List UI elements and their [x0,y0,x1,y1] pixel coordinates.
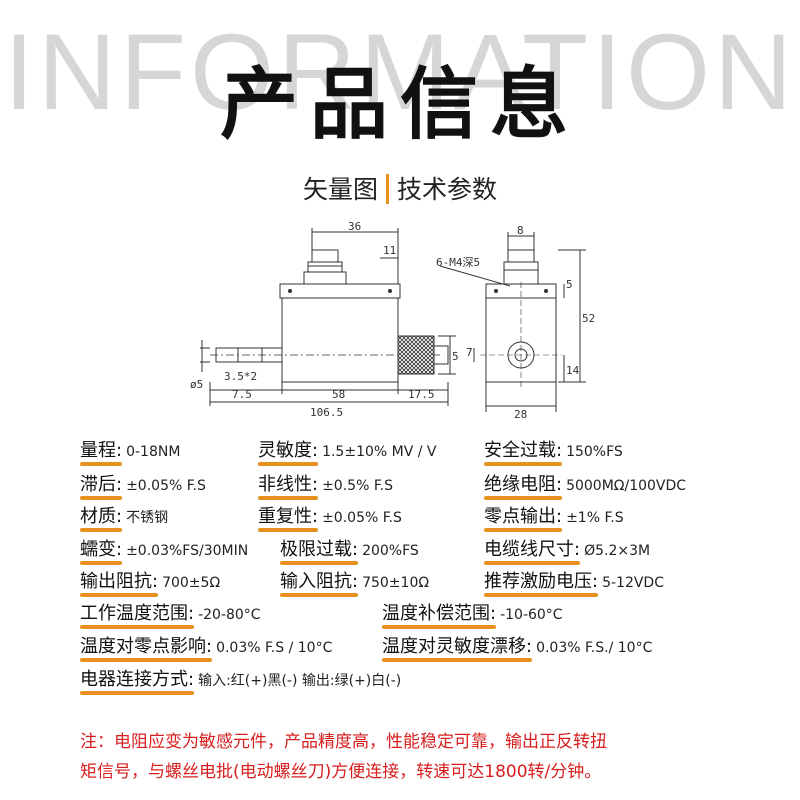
connector-top [311,249,339,263]
spec-material: 材质:不锈钢 [80,506,169,532]
dim-thread: 6-M4深5 [436,256,480,269]
spec-output-impedance: 输出阻抗:700±5Ω [80,571,221,597]
subtitle-tech-params: 技术参数 [397,175,498,204]
page-title: 产品信息 [219,60,580,150]
spec-hysteresis: 滞后:±0.05% F.S [80,474,206,500]
dim-14: 14 [566,364,580,377]
subtitle-vector-drawing: 矢量图 [302,175,378,204]
dim-phi5: ø5 [190,378,203,391]
note-text: 注：电阻应变为敏感元件，产品精度高，性能稳定可靠，输出正反转扭 矩信号，与螺丝电… [80,727,760,787]
top-flange [279,283,401,299]
dim-5b: 5 [452,350,459,363]
spec-temp-zero-effect: 温度对零点影响:0.03% F.S / 10°C [80,636,333,662]
spec-safe-overload: 安全过载:150%FS [484,440,623,466]
subtitle-divider [386,174,389,204]
dim-8: 8 [517,224,524,237]
dim-106-5: 106.5 [310,406,343,419]
dim-28: 28 [514,408,527,421]
shaft-left [215,347,283,363]
spec-range: 量程:0-18NM [80,440,181,466]
spec-compensation-temp: 温度补偿范围:-10-60°C [382,603,563,629]
note-line-2: 矩信号，与螺丝电批(电动螺丝刀)方便连接，转速可达1800转/分钟。 [80,762,602,782]
spec-repeatability: 重复性:±0.05% F.S [258,506,402,532]
sensor-body [281,297,399,383]
spec-input-impedance: 输入阻抗:750±10Ω [280,571,430,597]
knurled-end [397,335,435,375]
vector-drawing: 36 11 8 6-M4深5 5 52 5 7 14 28 ø5 3.5*2 7… [190,222,595,421]
dim-11: 11 [383,244,396,257]
dim-5: 5 [566,278,573,291]
spec-excitation-voltage: 推荐激励电压:5-12VDC [484,571,664,597]
spec-temp-sensitivity-drift: 温度对灵敏度漂移:0.03% F.S./ 10°C [382,636,653,662]
spec-electrical-connection: 电器连接方式:输入:红(+)黑(-) 输出:绿(+)白(-) [80,669,402,695]
spec-creep: 蠕变:±0.03%FS/30MIN [80,539,249,565]
dim-17-5: 17.5 [408,388,435,401]
dim-52: 52 [582,312,595,325]
spec-nonlinearity: 非线性:±0.5% F.S [258,474,393,500]
subtitle: 矢量图技术参数 [0,174,800,206]
dim-7: 7 [466,346,473,359]
dim-3-5: 3.5*2 [224,370,257,383]
note-line-1: 注：电阻应变为敏感元件，产品精度高，性能稳定可靠，输出正反转扭 [80,732,607,752]
spec-cable-size: 电缆线尺寸:Ø5.2×3M [484,539,651,565]
spec-zero-output: 零点输出:±1% F.S [484,506,624,532]
watermark-text: INFORMATION [4,11,796,132]
spec-limit-overload: 极限过载:200%FS [280,539,419,565]
dim-58: 58 [332,388,345,401]
spec-operating-temp: 工作温度范围:-20-80°C [80,603,261,629]
spec-insulation: 绝缘电阻:5000MΩ/100VDC [484,474,687,500]
spec-sensitivity: 灵敏度:1.5±10% MV / V [258,440,437,466]
dim-7-5: 7.5 [232,388,252,401]
dim-36: 36 [348,222,361,233]
